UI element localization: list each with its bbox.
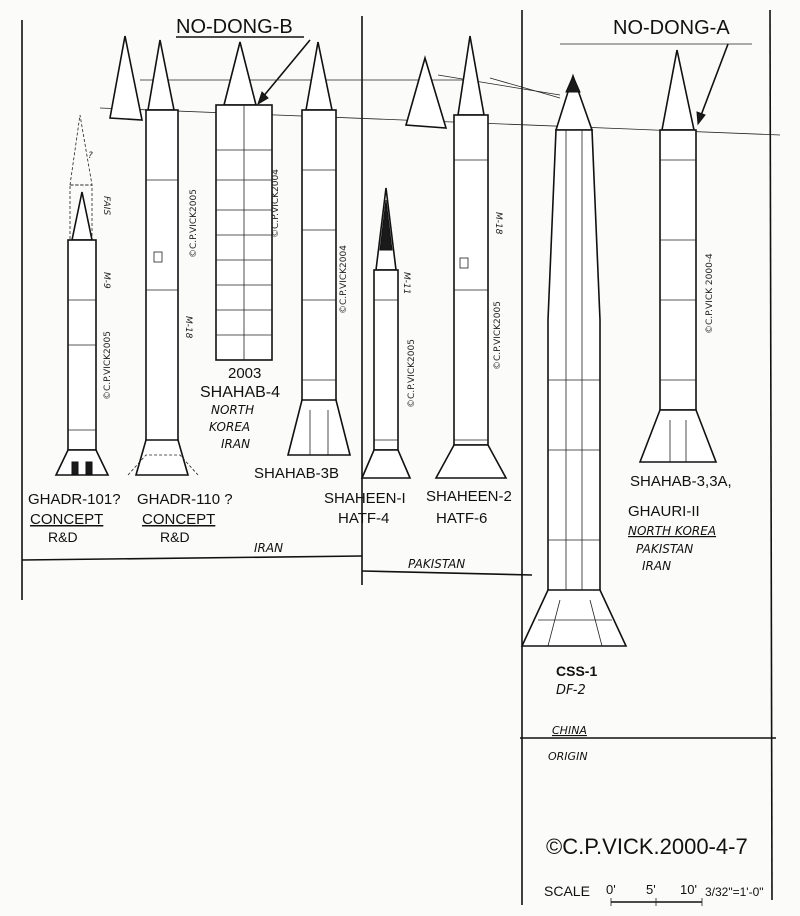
rd-label-1: R&D [48,529,78,545]
missile-shahab-3 [638,49,718,463]
ghadr-110-label: GHADR-110 ? [137,491,233,508]
ghauri-2-label: GHAURI-II [628,503,700,520]
css-1-label: CSS-1 [556,663,597,679]
missile-shaheen-2 [434,35,508,479]
scale-label: SCALE [544,883,590,899]
no-dong-a-label: NO-DONG-A [613,17,730,39]
vertical-credit-4: ©C.P.VICK2004 [339,245,349,314]
origin-label: ORIGIN [548,750,588,763]
korea-label: KOREA [209,420,250,434]
question-mark-label: ? [88,151,93,161]
missile-css-1 [520,73,628,647]
missile-ghadr-110 [127,39,199,476]
concept-label-2: CONCEPT [142,511,215,528]
north-label: NORTH [211,403,254,417]
hatf-6-label: HATF-6 [436,510,487,527]
m-18-label-b: M-18 [493,212,503,235]
m-11-label: M-11 [401,272,411,294]
pakistan-span-label: PAKISTAN [408,557,465,571]
vertical-credit-3: ©C.P.VICK2004 [271,169,281,238]
nose-cone-left [109,35,143,121]
shaheen-2-label: SHAHEEN-2 [426,488,512,505]
df-2-label: DF-2 [556,683,586,698]
shaheen-1-label: SHAHEEN-I [324,490,406,507]
pakistan-right-label: PAKISTAN [636,542,693,556]
china-label: CHINA [552,724,587,737]
scale-5-label: 5' [646,882,656,897]
m-18-label-a: M-18 [183,316,193,339]
vertical-credit-6: ©C.P.VICK2005 [493,301,503,370]
missile-shahab-3b [286,41,352,456]
missile-ghadr-101 [54,114,110,476]
scale-10-label: 10' [680,882,697,897]
vertical-credit-7: ©C.P.VICK 2000-4 [705,253,715,334]
missile-shahab-4 [215,41,273,361]
year-2003-label: 2003 [228,365,261,382]
m-9-label: M-9 [101,272,111,289]
ghadr-101-label: GHADR-101? [28,491,121,508]
copyright-label: ©C.P.VICK.2000-4-7 [546,834,748,859]
no-dong-b-label: NO-DONG-B [176,16,293,38]
fais-label: FAIS [101,196,111,215]
vertical-credit-1: ©C.P.VICK2005 [103,331,113,400]
scale-ratio-label: 3/32"=1'-0" [705,885,764,899]
hatf-4-label: HATF-4 [338,510,389,527]
shahab-33a-label: SHAHAB-3,3A, [630,473,732,490]
concept-label-1: CONCEPT [30,511,103,528]
iran-span-label: IRAN [254,541,283,555]
leader-arrows [140,39,729,126]
missile-shaheen-1 [360,187,412,479]
scale-0-label: 0' [606,882,616,897]
nose-cone-mid [404,55,448,129]
shahab-4-label: SHAHAB-4 [200,384,280,401]
iran-label-shahab4: IRAN [221,437,250,451]
rd-label-2: R&D [160,529,190,545]
shahab-3b-label: SHAHAB-3B [254,465,339,482]
vertical-credit-5: ©C.P.VICK2005 [407,339,417,408]
north-korea-right-label: NORTH KOREA [628,524,716,538]
iran-right-label: IRAN [642,559,671,573]
vertical-credit-2: ©C.P.VICK2005 [189,189,199,258]
scale-bar-graphic [610,898,703,906]
